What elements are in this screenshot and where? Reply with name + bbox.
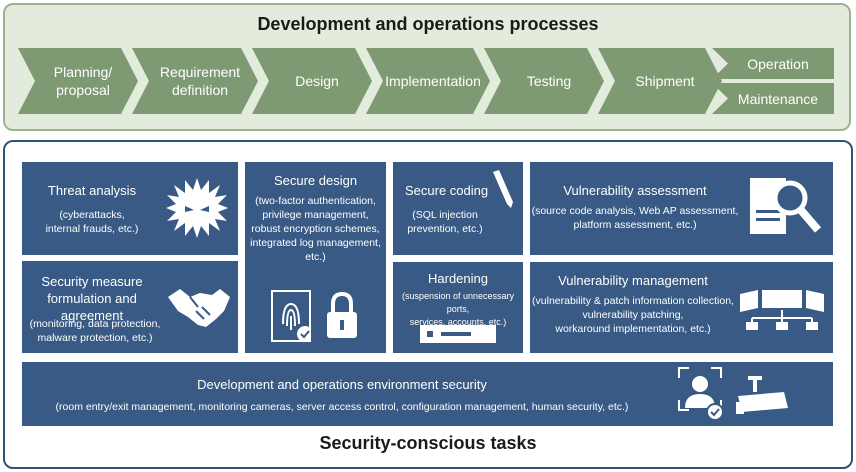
tile-title: Vulnerability management xyxy=(558,273,708,288)
tile-title: Secure coding xyxy=(405,183,489,198)
step-label: Shipment xyxy=(635,73,695,89)
step-label: Operation xyxy=(747,55,809,72)
tile-detail: (suspension of unnecessary ports, servic… xyxy=(401,291,515,327)
tile-title: Security measure formulation and agreeme… xyxy=(41,274,143,323)
server-icon xyxy=(420,325,496,343)
security-title: Security-conscious tasks xyxy=(319,433,537,453)
tile-detail: (SQL injection prevention, etc.) xyxy=(407,209,483,235)
fingerprint-icon xyxy=(271,290,311,342)
step-label: Requirement definition xyxy=(159,64,241,98)
tile-detail: (room entry/exit management, monitoring … xyxy=(55,401,629,413)
tile-environment-security: Development and operations environment s… xyxy=(22,362,833,426)
tile-hardening: Hardening (suspension of unnecessary por… xyxy=(393,262,523,353)
step-maintenance: Maintenance xyxy=(712,83,834,114)
step-requirement: Requirement definition xyxy=(132,48,258,114)
tile-security-measure: Security measure formulation and agreeme… xyxy=(22,261,238,353)
padlock-icon xyxy=(327,292,357,338)
tile-vulnerability-assessment: Vulnerability assessment (source code an… xyxy=(530,162,833,255)
step-label: Planning/ proposal xyxy=(53,64,113,98)
step-label: Testing xyxy=(526,73,572,89)
process-title: Development and operations processes xyxy=(257,14,599,34)
tile-vulnerability-management: Vulnerability management (vulnerability … xyxy=(530,262,833,353)
virus-icon xyxy=(166,178,228,238)
face-recognition-icon xyxy=(678,367,724,421)
tile-title: Vulnerability assessment xyxy=(563,183,707,198)
step-testing: Testing xyxy=(484,48,604,114)
tile-secure-coding: Secure coding (SQL injection prevention,… xyxy=(393,162,523,255)
tile-secure-design: Secure design (two-factor authentication… xyxy=(245,162,386,353)
tile-detail: (vulnerability & patch information colle… xyxy=(532,295,734,335)
tile-title: Development and operations environment s… xyxy=(197,377,487,392)
tile-title: Secure design xyxy=(273,173,358,188)
tile-detail: (cyberattacks, internal frauds, etc.) xyxy=(45,209,139,235)
tile-title: Hardening xyxy=(428,271,488,286)
handshake-icon xyxy=(168,289,230,327)
step-shipment: Shipment xyxy=(598,48,722,114)
tile-detail: (monitoring, data protection, malware pr… xyxy=(29,318,161,344)
step-planning: Planning/ proposal xyxy=(18,48,138,114)
step-label: Implementation xyxy=(385,73,481,89)
search-server-icon xyxy=(750,178,822,234)
security-camera-icon xyxy=(736,376,788,414)
step-design: Design xyxy=(252,48,372,114)
pen-icon xyxy=(493,170,513,208)
step-operation: Operation xyxy=(712,48,834,79)
step-label: Design xyxy=(295,73,339,89)
step-implementation: Implementation xyxy=(366,48,490,114)
monitoring-network-icon xyxy=(740,290,824,330)
tile-detail: (source code analysis, Web AP assessment… xyxy=(531,205,739,231)
tile-title: Threat analysis xyxy=(47,183,137,198)
tile-detail: (two-factor authentication, privilege ma… xyxy=(250,195,381,263)
tile-threat-analysis: Threat analysis (cyberattacks, internal … xyxy=(22,162,238,255)
process-flow: Planning/ proposal Requirement definitio… xyxy=(0,0,856,130)
step-label: Maintenance xyxy=(737,90,819,107)
